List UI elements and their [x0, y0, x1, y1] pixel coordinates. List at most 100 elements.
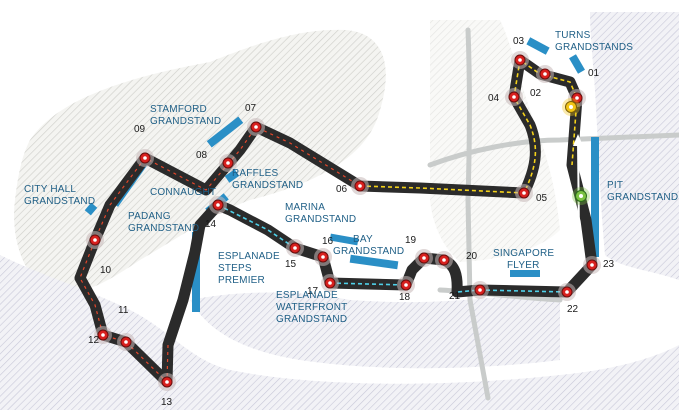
turn-marker-center [358, 184, 362, 188]
grandstand-labels: TURNS GRANDSTANDS STAMFORD GRANDSTAND CI… [24, 30, 678, 325]
turn-number-label: 19 [405, 235, 417, 246]
label-esplanade-steps-line2: STEPS [218, 263, 252, 274]
turn-number-label: 12 [88, 335, 100, 346]
turn-marker-center [404, 283, 408, 287]
turn-marker-center [124, 340, 128, 344]
turn-marker-center [93, 238, 97, 242]
turn-marker-center [478, 288, 482, 292]
turn-marker-center [101, 333, 105, 337]
turn-number-label: 01 [588, 68, 600, 79]
arrow-up-icon [573, 134, 583, 146]
turn-number-label: 16 [322, 236, 334, 247]
label-connaught: CONNAUGHT [150, 187, 216, 198]
turn-16: 16 [314, 236, 334, 266]
turn-23: 23 [583, 256, 615, 274]
land-padang-area [14, 29, 386, 293]
turn-08: 08 [196, 150, 237, 172]
label-esplanade-waterfront-line3: GRANDSTAND [276, 314, 347, 325]
turn-number-label: 03 [513, 36, 525, 47]
svg-text:MARINA GRANDSTAND: MARINA GRANDSTAND [285, 202, 356, 225]
svg-text:PADANG GRANDSTAND: PADANG GRANDSTAND [128, 211, 199, 234]
svg-text:ESPLANADE WATERFRONT: ESPLANADE WATERFRONT GRANDSTAND [276, 290, 350, 325]
label-singapore-flyer-line2: FLYER [507, 260, 540, 271]
turn-marker-center [293, 246, 297, 250]
turn-number-label: 04 [488, 93, 500, 104]
label-bay-line1: BAY [353, 234, 373, 245]
land-marina-south [190, 292, 560, 369]
label-pit-line1: PIT [607, 180, 623, 191]
svg-text:CONNAUGHT: CONNAUGHT [150, 187, 216, 198]
turn-number-label: 21 [449, 291, 461, 302]
turn-marker-center [143, 156, 147, 160]
turn-marker-center [321, 255, 325, 259]
svg-text:TURNS GRANDSTANDS: TURNS GRANDSTANDS [555, 30, 633, 53]
turn-05: 05 [515, 184, 548, 204]
label-esplanade-steps-line1: ESPLANADE [218, 251, 280, 262]
turn-number-label: 14 [205, 219, 217, 230]
label-marina-line1: MARINA [285, 202, 325, 213]
label-singapore-flyer-line1: SINGAPORE [493, 248, 554, 259]
turn-number-label: 22 [567, 304, 579, 315]
label-raffles-line2: GRANDSTAND [232, 180, 303, 191]
turn-number-label: 10 [100, 265, 112, 276]
label-city-hall-line2: GRANDSTAND [24, 196, 95, 207]
label-padang-line1: PADANG [128, 211, 171, 222]
turn-number-label: 18 [399, 292, 411, 303]
turn-marker-center [543, 72, 547, 76]
label-esplanade-waterfront-line1: ESPLANADE [276, 290, 338, 301]
turn-22: 22 [558, 283, 579, 315]
turn-number-label: 23 [603, 259, 615, 270]
label-bay-line2: GRANDSTAND [333, 246, 404, 257]
turn-marker-center [518, 58, 522, 62]
land-northeast [430, 20, 560, 262]
svg-text:PIT GRANDSTAND: PIT GRANDSTAND [607, 180, 678, 203]
turn-21: 21 [449, 281, 489, 302]
turn-17: 17 [307, 274, 339, 297]
pit-lane-arrow [577, 139, 580, 237]
turn-markers: 01 02 03 04 05 06 07 08 09 10 11 12 13 14 15 16 17 18 19 20… [86, 36, 615, 408]
turn-09: 09 [134, 124, 154, 167]
label-stamford-line1: STAMFORD [150, 104, 207, 115]
turn-13: 13 [158, 373, 176, 408]
label-marina-line2: GRANDSTAND [285, 214, 356, 225]
turn-number-label: 09 [134, 124, 146, 135]
svg-text:CITY HALL GRANDSTAND: CITY HALL GRANDSTAND [24, 184, 95, 207]
turn-marker-center [565, 290, 569, 294]
turn-number-label: 02 [530, 88, 542, 99]
turn-number-label: 11 [118, 305, 129, 316]
label-esplanade-waterfront-line2: WATERFRONT [276, 302, 347, 313]
turn-number-label: 06 [336, 184, 348, 195]
label-esplanade-steps-line3: PREMIER [218, 275, 265, 286]
turn-number-label: 05 [536, 193, 548, 204]
turn-number-label: 08 [196, 150, 208, 161]
turn-18: 18 [397, 276, 415, 303]
turn-14: 14 [205, 196, 227, 230]
turn-number-label: 20 [466, 251, 478, 262]
turn-19: 19 [405, 235, 433, 267]
turn-marker-center [216, 203, 220, 207]
turn-marker-center [442, 258, 446, 262]
pit-exit-marker [562, 98, 580, 116]
turn-number-label: 15 [285, 259, 297, 270]
turn-marker-center [575, 96, 579, 100]
label-stamford-line2: GRANDSTAND [150, 116, 221, 127]
turn-marker-center [522, 191, 526, 195]
turn-number-label: 07 [245, 103, 257, 114]
svg-text:RAFFLES GRANDSTAND: RAFFLES GRANDSTAND [232, 168, 303, 191]
svg-text:STAMFORD GRANDSTAND: STAMFORD GRANDSTAND [150, 104, 221, 127]
land-east [590, 12, 679, 280]
turn-11: 11 [94, 305, 129, 344]
svg-text:ESPLANADE STEPS PR: ESPLANADE STEPS PREMIER [218, 251, 283, 286]
turn-marker-center [254, 125, 258, 129]
svg-text:BAY GRANDSTAND: BAY GRANDSTAND [333, 234, 404, 257]
turn-marker-center [165, 380, 169, 384]
turn-12: 12 [88, 333, 135, 351]
turn-marker-center [512, 95, 516, 99]
turn-marker-center [226, 161, 230, 165]
turn-06: 06 [336, 177, 369, 195]
turn-marker-center [328, 281, 332, 285]
turn-marker-center [422, 256, 426, 260]
label-padang-line2: GRANDSTAND [128, 223, 199, 234]
